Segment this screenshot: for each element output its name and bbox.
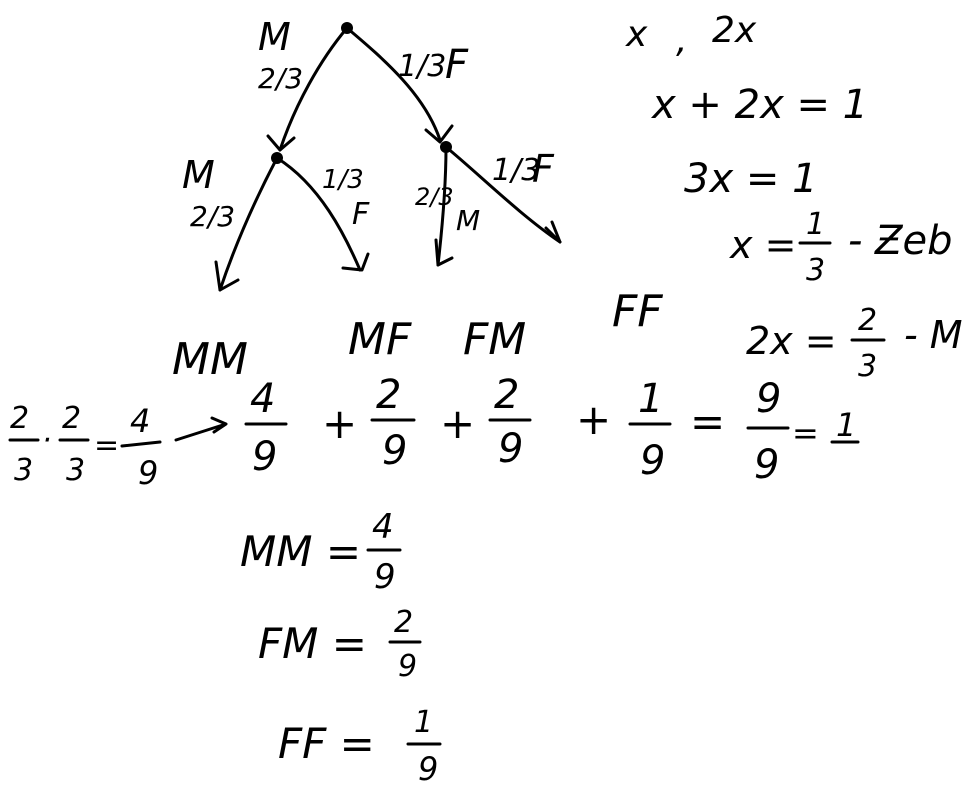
- term3-num: 2: [494, 372, 519, 418]
- total-value: 1: [836, 406, 856, 444]
- probability-tree: M 2/3 1/3 F M 2/3 1/3 F 2/3 M 1/3 F: [182, 15, 562, 292]
- side-line2: x + 2x = 1: [650, 82, 868, 128]
- calc-res-den: 9: [138, 454, 158, 492]
- result-ff-num: 1: [414, 705, 433, 740]
- plus-1: +: [322, 399, 357, 448]
- side-line1-b: 2x: [712, 10, 757, 51]
- outcomes-row: MM MF FM FF: [172, 286, 663, 385]
- term2-den: 9: [382, 428, 407, 474]
- result-mm-den: 9: [374, 557, 396, 597]
- side-line3: 3x = 1: [684, 156, 818, 202]
- result-fm-den: 9: [398, 649, 417, 684]
- plus-3: +: [576, 395, 611, 444]
- side-line5-note: - M: [904, 313, 963, 357]
- side-line5-den: 3: [858, 349, 877, 384]
- term1-num: 4: [250, 376, 275, 422]
- sum-row: 2 3 · 2 3 = 4 9 4 9 + 2 9 + 2 9 + 1 9 = …: [8, 372, 860, 492]
- side-line5-num: 2: [858, 303, 877, 338]
- result-ff-label: FF =: [278, 719, 375, 768]
- calc-f2-den: 3: [66, 453, 85, 488]
- branch-f-to-fm: [436, 145, 448, 267]
- outcome-mm: MM: [172, 334, 248, 385]
- tree-label-mm-gender: M: [182, 153, 215, 197]
- tree-label-f-top: F: [445, 42, 469, 88]
- tree-prob-ff: 1/3: [492, 153, 540, 188]
- side-line5-lhs: 2x =: [746, 319, 837, 363]
- equals-2: =: [792, 414, 819, 452]
- side-line4-den: 3: [806, 253, 825, 288]
- outcome-mf: MF: [348, 314, 412, 365]
- arrowhead-root-to-f: [424, 124, 454, 144]
- side-line1-a: x: [625, 14, 648, 55]
- term1-den: 9: [252, 434, 277, 480]
- term4-den: 9: [640, 438, 665, 484]
- outcome-ff: FF: [612, 286, 663, 337]
- total-num: 9: [756, 376, 781, 422]
- branch-root-to-f: [345, 26, 442, 142]
- plus-2: +: [440, 399, 475, 448]
- result-mm-label: MM =: [240, 527, 361, 576]
- branch-root-to-m: [278, 26, 349, 152]
- term4-num: 1: [638, 376, 663, 422]
- tree-label-ff-gender: F: [532, 147, 555, 191]
- result-ff-den: 9: [418, 750, 438, 788]
- result-fm-label: FM =: [258, 619, 367, 668]
- tree-prob-fm: 2/3: [415, 183, 454, 211]
- calc-arrow: [174, 416, 228, 442]
- arrowhead-m-to-mm: [214, 260, 240, 292]
- calc-f1-num: 2: [10, 401, 29, 436]
- term3-den: 9: [498, 426, 523, 472]
- arrowhead-f-to-ff: [544, 220, 562, 244]
- calc-res-bar: [120, 440, 162, 448]
- arrowhead-m-to-mf: [341, 252, 370, 272]
- tree-label-m-top: M: [258, 15, 291, 59]
- result-mm-num: 4: [372, 507, 394, 547]
- side-line1-sep: ,: [676, 20, 687, 61]
- tree-label-mf-gender: F: [352, 197, 370, 232]
- branch-m-to-mm: [218, 156, 279, 292]
- calc-f1-den: 3: [14, 453, 33, 488]
- tree-prob-m-top: 2/3: [258, 62, 303, 95]
- equals-1: =: [690, 397, 725, 446]
- calc-dot: ·: [42, 423, 52, 458]
- branch-m-to-mf: [275, 156, 362, 272]
- calc-eq: =: [94, 428, 119, 463]
- calc-res-num: 4: [130, 402, 150, 440]
- result-fm-num: 2: [394, 605, 413, 640]
- calc-f2-num: 2: [62, 401, 81, 436]
- side-line4-num: 1: [806, 207, 825, 242]
- tree-prob-mm: 2/3: [190, 200, 235, 233]
- side-line4-note: - Ƶeb: [848, 218, 953, 264]
- arrowhead-f-to-fm: [434, 238, 454, 267]
- tree-prob-f-top: 1/3: [398, 49, 446, 84]
- side-line4-lhs: x =: [729, 223, 796, 267]
- outcome-fm: FM: [463, 314, 526, 365]
- results-list: MM = 4 9 FM = 2 9 FF = 1 9: [240, 507, 442, 788]
- side-work: x , 2x x + 2x = 1 3x = 1 x = 1 3 - Ƶeb 2…: [625, 10, 963, 384]
- branch-f-to-ff: [444, 145, 562, 244]
- arrowhead-root-to-m: [266, 134, 296, 152]
- tree-prob-mf: 1/3: [322, 165, 364, 195]
- term2-num: 2: [376, 372, 401, 418]
- tree-label-fm-gender: M: [456, 204, 480, 237]
- total-den: 9: [754, 442, 779, 488]
